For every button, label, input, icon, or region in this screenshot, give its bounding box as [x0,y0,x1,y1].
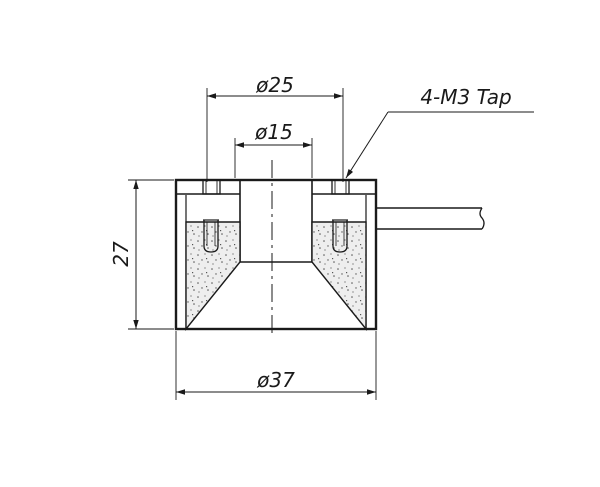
left-fill [185,221,241,331]
tapped-hole-right [331,179,350,253]
bore-diameter-label: ø15 [254,120,293,144]
dimension-outer: ø37 [175,331,377,400]
outer-diameter-label: ø37 [256,368,295,392]
thread-callout-label: 4-M3 Tap [420,85,511,109]
dimension-bolt-circle: ø25 [206,73,344,182]
tapped-hole-left [202,179,221,253]
dimension-height: 27 [109,179,174,330]
body-outline [174,178,378,331]
cable [376,207,485,230]
thread-callout: 4-M3 Tap [345,85,534,179]
bolt-circle-diameter-label: ø25 [255,73,294,97]
height-label: 27 [109,241,133,267]
right-fill [311,221,367,331]
dimension-bore: ø15 [234,120,313,178]
potting-fill [185,221,367,331]
